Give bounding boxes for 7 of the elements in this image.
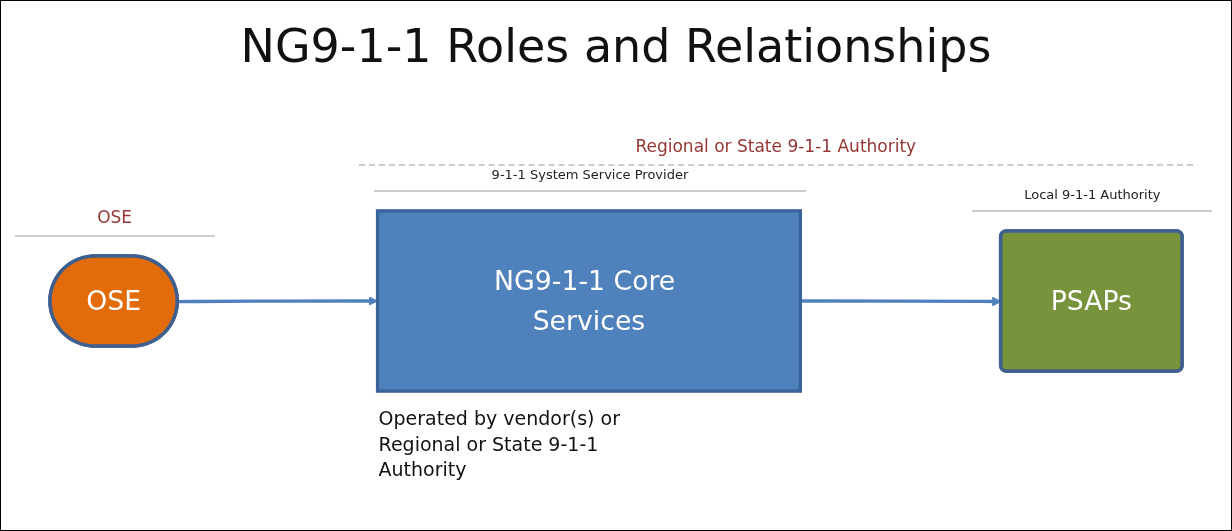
role-heading: 9-1-1 System Service Provider bbox=[373, 166, 807, 192]
diagram-title: NG9-1-1 Roles and Relationships bbox=[239, 19, 993, 73]
role-heading: OSE bbox=[14, 206, 215, 237]
role-heading: Local 9-1-1 Authority bbox=[972, 186, 1213, 212]
role-label: Regional or State 9-1-1 Authority bbox=[358, 136, 1194, 166]
note-text: Operated by vendor(s) or Regional or State 9-1-1 Authority bbox=[378, 406, 621, 483]
node-box: NG9-1-1 Core Services bbox=[375, 209, 802, 393]
